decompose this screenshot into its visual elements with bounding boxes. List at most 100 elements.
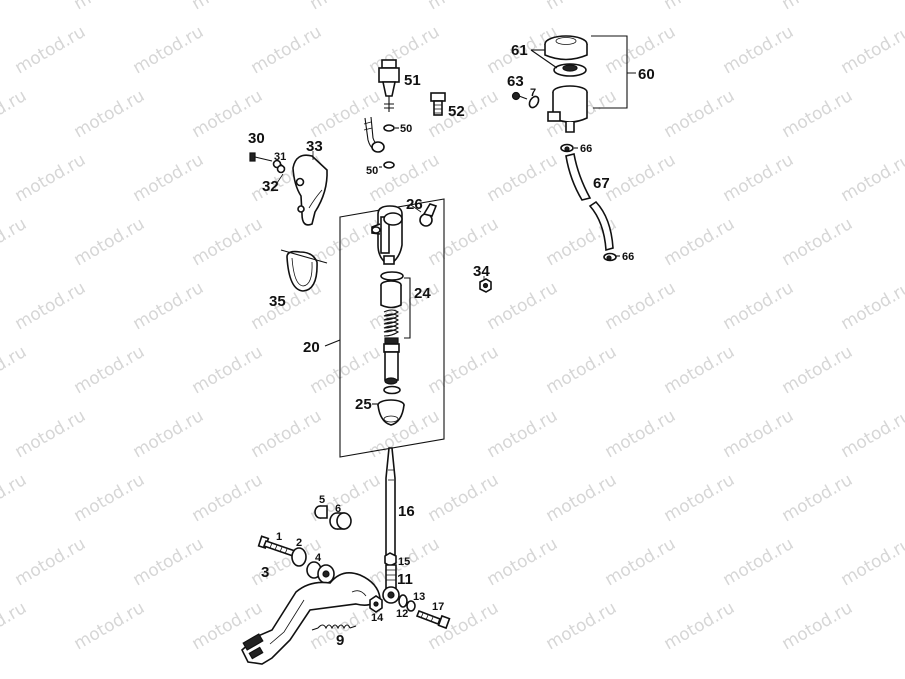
pedal-tip [242,633,264,660]
callout-67: 67 [593,175,610,192]
watermark-text: motod.ru [838,406,905,462]
watermark-text: motod.ru [720,406,798,462]
strap-35 [286,250,318,292]
callout-66-top: 66 [580,143,592,155]
watermark-text: motod.ru [425,342,503,398]
fitting-26 [419,203,438,227]
watermark-text: motod.ru [543,470,621,526]
bracket-60 [591,35,636,109]
push-rod-16 [385,447,396,556]
watermark-text: motod.ru [0,214,30,270]
callout-13: 13 [413,591,425,603]
o-ring [380,271,404,281]
pin-12 [398,594,408,608]
watermark-text: motod.ru [602,278,680,334]
watermark-text: motod.ru [720,534,798,590]
watermark-text: motod.ru [838,150,905,206]
master-cylinder-body [371,205,403,265]
washer-13 [406,600,416,612]
callout-5: 5 [319,494,325,506]
watermark-text: motod.ru [661,214,739,270]
watermark-text: motod.ru [366,278,444,334]
watermark-text: motod.ru [602,406,680,462]
watermark-text: motod.ru [661,470,739,526]
kit-20-outline [339,198,445,458]
watermark-text: motod.ru [779,342,857,398]
watermark-text: motod.ru [189,214,267,270]
heel-guard-33 [292,154,328,226]
watermark-text: motod.ru [661,86,739,142]
watermark-text: motod.ru [425,214,503,270]
washer-7 [528,95,540,109]
callout-52: 52 [448,103,465,120]
clamp-66-bottom [603,252,617,262]
watermark-text: motod.ru [248,22,326,78]
bushing-5-6 [314,505,352,530]
watermark-text: motod.ru [484,278,562,334]
watermark-text: motod.ru [71,470,149,526]
watermark-text: motod.ru [838,534,905,590]
watermark-text: motod.ru [484,406,562,462]
watermark-text: motod.ru [12,406,90,462]
bracket-24 [404,277,411,339]
bushing-4 [306,561,335,584]
callout-34: 34 [473,263,490,280]
bolt-1 [257,535,300,559]
screw-63 [511,91,528,101]
watermark-text: motod.ru [779,470,857,526]
watermark-text: motod.ru [366,150,444,206]
watermark-text: motod.ru [0,598,30,654]
watermark-text: motod.ru [366,406,444,462]
watermark-text: motod.ru [543,342,621,398]
callout-11: 11 [397,571,413,588]
watermark-text: motod.ru [543,598,621,654]
callout-1: 1 [276,531,282,543]
watermark-text: motod.ru [307,214,385,270]
watermark-text: motod.ru [720,150,798,206]
watermark-layer: motod.ru motod.ru motod.ru motod.ru motod.ru… [0,0,905,654]
callout-16: 16 [398,503,415,520]
piston [383,337,400,385]
reservoir-diaphragm [553,63,587,77]
watermark-text: motod.ru [71,0,149,14]
callout-63: 63 [507,73,524,90]
watermark-text: motod.ru [779,598,857,654]
watermark-text: motod.ru [602,534,680,590]
reservoir-body [547,85,588,133]
callout-labels: 61 60 63 7 66 67 66 51 52 50 50 30 31 32… [248,42,655,649]
callout-12: 12 [396,608,408,620]
screw-30 [249,152,273,162]
washer-31-32 [272,159,286,174]
watermark-text: motod.ru [366,22,444,78]
callout-61: 61 [511,42,528,59]
watermark-text: motod.ru [71,86,149,142]
watermark-text: motod.ru [838,22,905,78]
watermark-text: motod.ru [720,22,798,78]
watermark-text: motod.ru [130,278,208,334]
watermark-text: motod.ru [484,534,562,590]
spring-9 [311,624,357,631]
nut-14 [369,595,383,613]
watermark-text: motod.ru [661,598,739,654]
watermark-text: motod.ru [130,22,208,78]
nut-34 [479,278,492,293]
watermark-text: motod.ru [0,86,30,142]
watermark-text: motod.ru [71,214,149,270]
watermark-text: motod.ru [12,278,90,334]
watermark-text: motod.ru [425,470,503,526]
circlip [383,385,401,395]
clamp-66-top [560,143,574,153]
callout-24: 24 [414,285,431,302]
watermark-text: motod.ru [602,150,680,206]
washer-2 [291,547,307,567]
watermark-text: motod.ru [12,534,90,590]
spring [383,309,399,337]
watermark-text: motod.ru [779,86,857,142]
callout-33: 33 [306,138,323,155]
callout-25: 25 [355,396,372,413]
callout-20: 20 [303,339,320,356]
callout-30: 30 [248,130,265,147]
watermark-text: motod.ru [307,0,385,14]
watermark-text: motod.ru [189,0,267,14]
